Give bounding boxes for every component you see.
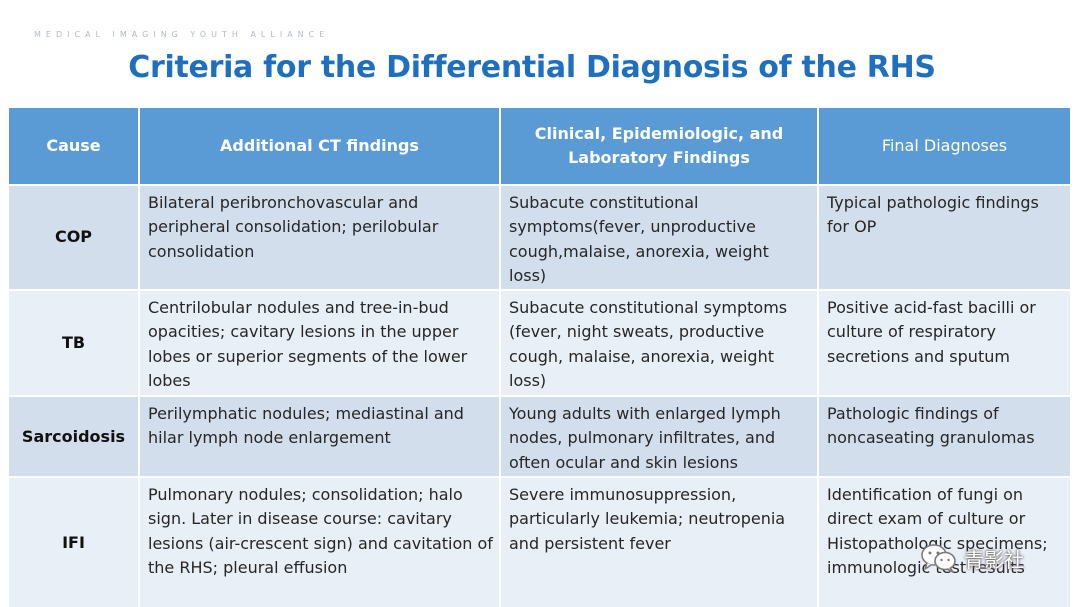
ct-findings-cell: Perilymphatic nodules; mediastinal and h… <box>139 395 501 478</box>
table-row: Sarcoidosis Perilymphatic nodules; media… <box>9 395 1070 478</box>
organization-label: MEDICAL IMAGING YOUTH ALLIANCE <box>34 30 330 39</box>
ct-findings-cell: Pulmonary nodules; consolidation; halo s… <box>139 476 501 607</box>
header-clinical-findings: Clinical, Epidemiologic, and Laboratory … <box>500 108 819 185</box>
criteria-table: Cause Additional CT findings Clinical, E… <box>9 108 1070 607</box>
cause-cell: IFI <box>9 476 140 607</box>
slide-title: Criteria for the Differential Diagnosis … <box>128 50 936 85</box>
cause-cell: Sarcoidosis <box>9 395 140 478</box>
table-row: IFI Pulmonary nodules; consolidation; ha… <box>9 476 1070 607</box>
final-diagnosis-cell: Pathologic findings of noncaseating gran… <box>818 395 1070 478</box>
watermark-text: 青影社 <box>964 547 1024 572</box>
clinical-findings-cell: Severe immunosuppression, particularly l… <box>500 476 819 607</box>
header-ct-findings: Additional CT findings <box>139 108 501 185</box>
cause-cell: COP <box>9 183 140 291</box>
final-diagnosis-cell: Identification of fungi on direct exam o… <box>818 476 1070 607</box>
table-row: COP Bilateral peribronchovascular and pe… <box>9 183 1070 291</box>
ct-findings-cell: Centrilobular nodules and tree-in-bud op… <box>139 289 501 397</box>
wechat-icon <box>921 544 956 573</box>
table-row: TB Centrilobular nodules and tree-in-bud… <box>9 289 1070 397</box>
table-header-row: Cause Additional CT findings Clinical, E… <box>9 108 1070 185</box>
clinical-findings-cell: Subacute constitutional symptoms(fever, … <box>500 183 819 291</box>
cause-cell: TB <box>9 289 140 397</box>
header-final-diagnoses: Final Diagnoses <box>818 108 1070 185</box>
ct-findings-cell: Bilateral peribronchovascular and periph… <box>139 183 501 291</box>
header-cause: Cause <box>9 108 140 185</box>
final-diagnosis-cell: Positive acid-fast bacilli or culture of… <box>818 289 1070 397</box>
clinical-findings-cell: Young adults with enlarged lymph nodes, … <box>500 395 819 478</box>
watermark: 青影社 <box>920 536 1065 580</box>
final-diagnosis-cell: Typical pathologic findings for OP <box>818 183 1070 291</box>
clinical-findings-cell: Subacute constitutional symptoms (fever,… <box>500 289 819 397</box>
